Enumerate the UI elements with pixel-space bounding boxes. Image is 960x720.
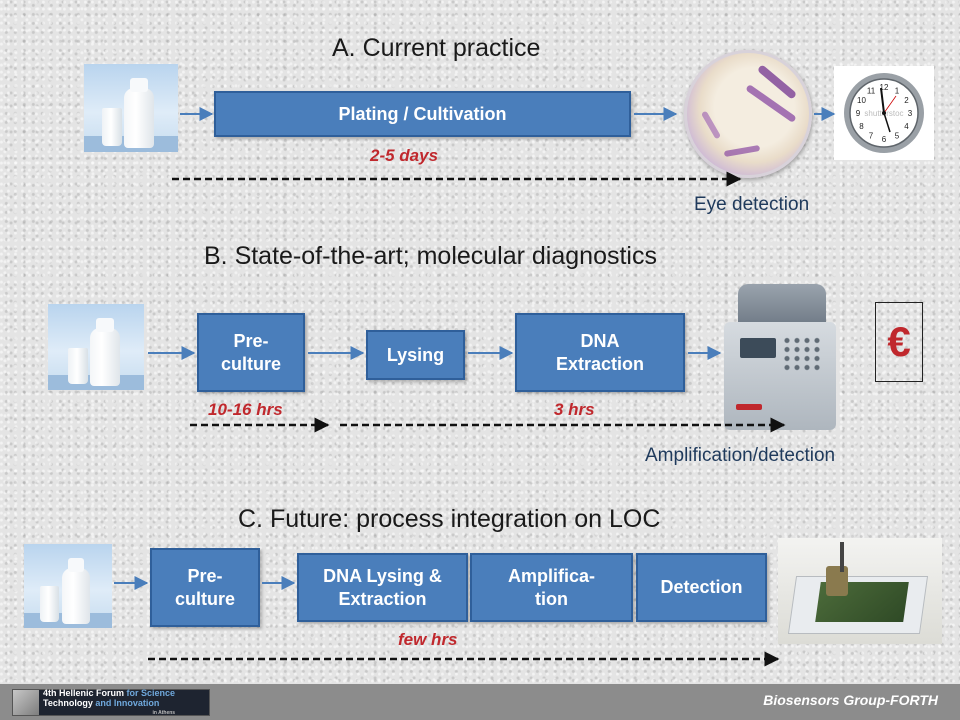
step-plating-cultivation: Plating / Cultivation (214, 91, 631, 137)
duration-b1: 10-16 hrs (208, 400, 283, 419)
clock-number: 6 (882, 135, 887, 144)
logo-line1: 4th Hellenic Forum (43, 687, 125, 698)
step-amplification: Amplifica- tion (470, 553, 633, 622)
clock-number: 9 (856, 109, 861, 118)
cost-box: € (875, 302, 923, 382)
brand-label: Biosensors Group-FORTH (763, 692, 938, 708)
step-dna-lysing-extraction: DNA Lysing & Extraction (297, 553, 468, 622)
thermocycler-image (724, 284, 836, 432)
clock-number: 4 (904, 122, 909, 131)
duration-b2: 3 hrs (554, 400, 595, 419)
milk-image-c (24, 544, 112, 628)
loc-device-image (778, 538, 942, 644)
milk-image-a (84, 64, 178, 152)
clock-number: 5 (895, 132, 900, 141)
clock-number: 3 (908, 109, 913, 118)
section-c-title: C. Future: process integration on LOC (238, 505, 661, 533)
milk-image-b (48, 304, 144, 390)
section-a-title: A. Current practice (332, 34, 541, 62)
forum-logo: 4th Hellenic Forum for Science Technolog… (12, 687, 210, 716)
step-lysing: Lysing (366, 330, 465, 380)
forum-logo-mark (13, 690, 39, 715)
clock-number: 12 (880, 83, 889, 92)
clock-number: 7 (869, 132, 874, 141)
section-b-title: B. State-of-the-art; molecular diagnosti… (204, 242, 657, 270)
logo-line2: Technology (43, 697, 93, 708)
clock-number: 8 (859, 122, 864, 131)
logo-line2-blue: and Innovation (95, 697, 160, 708)
clock-number: 10 (857, 96, 866, 105)
step-pre-culture-c: Pre- culture (150, 548, 260, 627)
logo-line1-blue: for Science (126, 687, 176, 698)
logo-line3: in Athens (152, 709, 176, 716)
petri-dish-image (684, 50, 812, 178)
caption-eye-detection: Eye detection (694, 194, 810, 215)
step-detection: Detection (636, 553, 767, 622)
clock-number: 11 (867, 87, 876, 96)
clock-number: 1 (895, 87, 900, 96)
duration-c: few hrs (398, 630, 458, 649)
euro-icon: € (887, 318, 911, 365)
step-pre-culture-b: Pre- culture (197, 313, 305, 392)
step-dna-extraction-b: DNA Extraction (515, 313, 685, 392)
duration-a: 2-5 days (370, 146, 439, 165)
caption-amplification-detection: Amplification/detection (645, 445, 836, 466)
clock-number: 2 (904, 96, 909, 105)
